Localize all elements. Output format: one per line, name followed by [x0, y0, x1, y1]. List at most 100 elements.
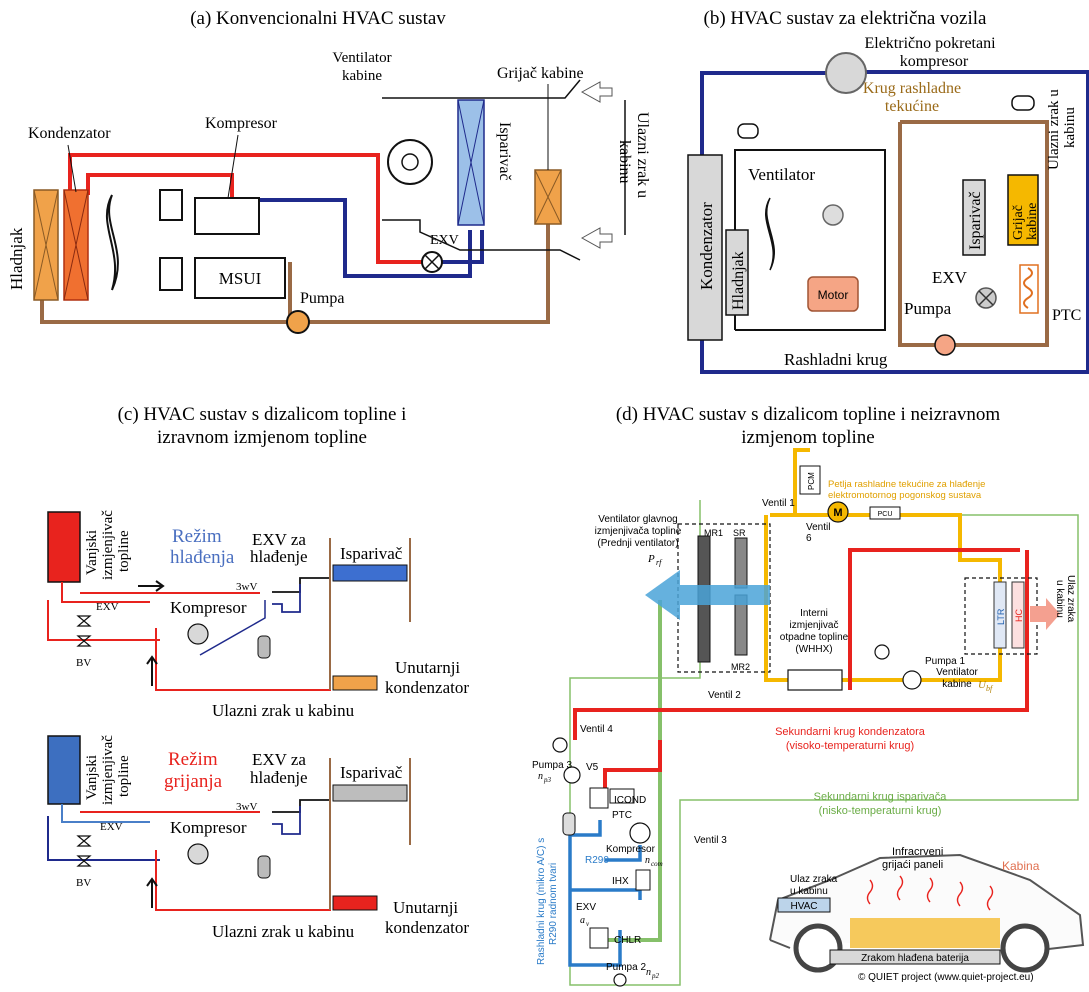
panel-c-kondenzator-cool: [332, 675, 378, 691]
panel-d-air-out-arrow-icon: [645, 570, 770, 620]
panel-d-copyright: © QUIET project (www.quiet-project.eu): [858, 972, 1034, 983]
panel-d-car-icon: [769, 853, 1085, 951]
panel-d-n-p3-sub: p3: [543, 776, 552, 784]
panel-d-pumpa-2-icon: [613, 973, 627, 987]
panel-c-cool-black: [272, 577, 330, 593]
panel-d-vent-glavni-1: Ventilator glavnog: [598, 514, 678, 525]
panel-b-navy-loop: [700, 70, 1089, 374]
panel-d-sr-label: SR: [733, 528, 746, 538]
panel-c-exv-za-heat-2: hlađenje: [250, 768, 308, 787]
panel-d-n-com-sub: com: [651, 860, 663, 868]
panel-b-pump-icon: [934, 334, 956, 356]
panel-a-ulazni-label-2: kabinu: [616, 140, 633, 184]
panel-a-exv-cross: [424, 254, 440, 270]
panel-d-ulaz-zraka-2: u kabinu: [1054, 580, 1065, 618]
panel-d-title-2: izmjenom topline: [741, 427, 875, 448]
panel-a-kompresor-leader: [227, 134, 239, 199]
panel-b-cabin-fan-cap: [1011, 95, 1035, 111]
panel-c-rezim-hl-1: Režim: [172, 526, 222, 547]
panel-c-kompresor-cool: Kompresor: [170, 598, 247, 617]
panel-c-vanjski-heat-2: izmjenjivač: [100, 735, 116, 805]
panel-c-kompresor-cool-icon: [187, 623, 209, 645]
panel-d-icond: [589, 787, 609, 809]
panel-d: (d) HVAC sustav s dizalicom topline i ne…: [532, 404, 1085, 987]
panel-b-motor-label: Motor: [818, 288, 849, 302]
panel-d-n-p2: n: [646, 967, 651, 978]
panel-b-title: (b) HVAC sustav za električna vozila: [704, 8, 988, 29]
panel-d-ptc: [609, 788, 635, 804]
panel-b-pump-small-icon: [822, 204, 844, 226]
panel-a-ulazni-label-1: Ulazni zrak u: [634, 112, 651, 198]
panel-d-petlja-2: elektromotornog pogonskog sustava: [828, 490, 982, 501]
panel-d-u-bf-sub: bf: [986, 684, 994, 693]
panel-d-n-com: n: [645, 855, 650, 866]
panel-b-ptc-label: PTC: [1052, 307, 1081, 324]
panel-d-motor-icon: [827, 501, 849, 523]
panel-d-wheel-front-icon: [793, 923, 843, 973]
panel-d-kompresor-label: Kompresor: [606, 844, 656, 855]
panel-d-vent-glavni-2: izmjenjivača topline: [595, 526, 682, 537]
panel-b-grijac: [1007, 174, 1039, 246]
panel-d-rashladni-vert-1: Rashladni krug (mikro A/C) s: [536, 838, 547, 965]
panel-a-ventilator-label-1: Ventilator: [332, 50, 391, 66]
panel-c-arrow-cool-1: [138, 580, 165, 592]
panel-c-valve-heat-icon: [76, 835, 92, 867]
panel-c-vanjski-cool: [47, 511, 81, 583]
panel-d-pcu-label: PCU: [878, 511, 893, 518]
panel-d-pumpa-1-icon: [902, 670, 922, 690]
panel-d-hvac-label: HVAC: [790, 901, 817, 912]
panel-d-pumpa-3-icon: [563, 766, 581, 784]
panel-c-accumulator-heat: [257, 855, 271, 879]
panel-a-ventilator-label-2: kabine: [342, 68, 382, 84]
panel-d-ihx-label: IHX: [612, 876, 629, 887]
panel-d-yellow-pcm: [793, 448, 810, 515]
panel-c: (c) HVAC sustav s dizalicom topline i iz…: [47, 404, 469, 941]
panel-c-vanjski-cool-3: topline: [116, 530, 132, 572]
panel-a-hladnjak-label: Hladnjak: [7, 227, 26, 290]
panel-d-rashladni-vert-2: R290 radnom tvari: [548, 863, 559, 945]
panel-d-vent-kabine-1: Ventilator: [936, 667, 978, 678]
panel-c-exv-heat: EXV: [100, 821, 123, 833]
panel-d-heat-rays-icon: [866, 875, 994, 911]
panel-a-kondenzator-hatch: [63, 189, 89, 301]
panel-d-vent-glavni-3: (Prednji ventilator): [597, 538, 678, 549]
panel-c-isparivac-heat: [332, 784, 408, 802]
panel-d-yellow-loop: [764, 513, 1002, 682]
panel-c-vanjski-heat-3: topline: [116, 755, 132, 797]
panel-a-air-arrow-icon: [580, 81, 613, 103]
panel-d-vent-kabine-2: kabine: [942, 679, 972, 690]
panel-c-title-1: (c) HVAC sustav s dizalicom topline i: [118, 404, 407, 425]
panel-d-red-loop: [573, 550, 1029, 740]
panel-d-interni-4: (WHHX): [795, 644, 832, 655]
panel-c-isparivac-cool: [332, 564, 408, 582]
panel-d-sek-i-1: Sekundarni krug isparivača: [814, 791, 948, 803]
panel-d-sek-i-2: (nisko-temperaturni krug): [819, 805, 942, 817]
panel-c-accumulator-cool: [257, 635, 271, 659]
panel-d-pcu: [869, 506, 901, 520]
panel-b-black-loop: [734, 149, 886, 331]
panel-d-interni-3: otpadne topline: [780, 632, 849, 643]
panel-a-kompresor: [194, 197, 260, 235]
panel-b-exv-label: EXV: [932, 268, 968, 287]
panel-b-grijac-label-2: kabine: [1025, 203, 1040, 240]
panel-b-hladnjak: [725, 229, 749, 316]
panel-b-ventilator-cap: [737, 123, 759, 139]
panel-b-ptc-box: [1019, 264, 1039, 314]
panel-b-fan-icon: [765, 197, 775, 271]
panel-d-green-loop: [569, 500, 1079, 986]
panel-c-rezim-gr-2: grijanja: [164, 771, 223, 792]
panel-d-receiver-icon: [562, 812, 576, 836]
panel-d-battery-label: Zrakom hlađena baterija: [861, 953, 969, 964]
panel-b-motor: [807, 276, 859, 312]
panel-c-exv-za-heat-1: EXV za: [252, 750, 306, 769]
panel-d-pcm-label: PCM: [807, 472, 816, 490]
panel-a-exv-label: EXV: [430, 233, 459, 248]
panel-c-rezim-hl-2: hlađenja: [170, 547, 235, 568]
panel-b-kondenzator: [687, 154, 723, 341]
panel-b-krug-rashladne-2: tekućine: [885, 98, 939, 115]
panel-c-unutarnji-cool-1: Unutarnji: [395, 658, 460, 677]
panel-b-krug-rashladne-1: Krug rashladne: [863, 80, 961, 97]
panel-c-3wv-heat: 3wV: [236, 801, 257, 813]
panel-d-panels: [850, 918, 1000, 948]
panel-c-isparivac-cool-label: Isparivač: [340, 544, 403, 563]
